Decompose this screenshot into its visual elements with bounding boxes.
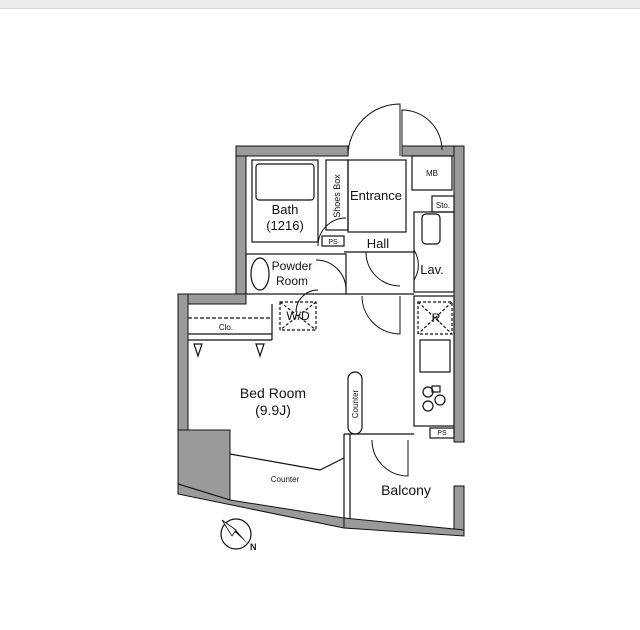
bed-room-label: Bed Room bbox=[240, 385, 306, 401]
door-swings bbox=[295, 103, 443, 477]
powder-room-label-2: Room bbox=[276, 274, 308, 288]
ps-top-label: PS bbox=[328, 239, 338, 246]
shoes-box-label: Shoes Box bbox=[332, 174, 342, 218]
balcony-label: Balcony bbox=[381, 482, 431, 498]
lav-label: Lav. bbox=[420, 262, 444, 277]
counter-vertical-label: Counter bbox=[351, 389, 360, 418]
counter-bottom-label: Counter bbox=[271, 475, 300, 484]
sto-label: Sto. bbox=[436, 201, 450, 210]
entrance-label: Entrance bbox=[350, 188, 402, 203]
powder-room-label-1: Powder bbox=[272, 259, 313, 273]
interior-walls bbox=[188, 155, 455, 518]
compass-n-label: N bbox=[250, 542, 257, 552]
ps-bottom-label: PS bbox=[437, 430, 447, 437]
outer-walls bbox=[177, 145, 465, 537]
room-labels: Bath (1216) Shoes Box Entrance MB Sto. H… bbox=[219, 169, 450, 498]
bed-room-size-label: (9.9J) bbox=[255, 402, 291, 418]
hall-label: Hall bbox=[367, 236, 390, 251]
clo-label: Clo. bbox=[219, 323, 233, 332]
compass-icon: N bbox=[220, 518, 257, 552]
wd-label: W/D bbox=[286, 309, 310, 323]
bath-size-label: (1216) bbox=[266, 218, 304, 233]
mb-label: MB bbox=[426, 169, 438, 178]
bath-label: Bath bbox=[272, 202, 299, 217]
window-top-bar bbox=[0, 0, 640, 9]
r-label: R bbox=[432, 311, 441, 325]
